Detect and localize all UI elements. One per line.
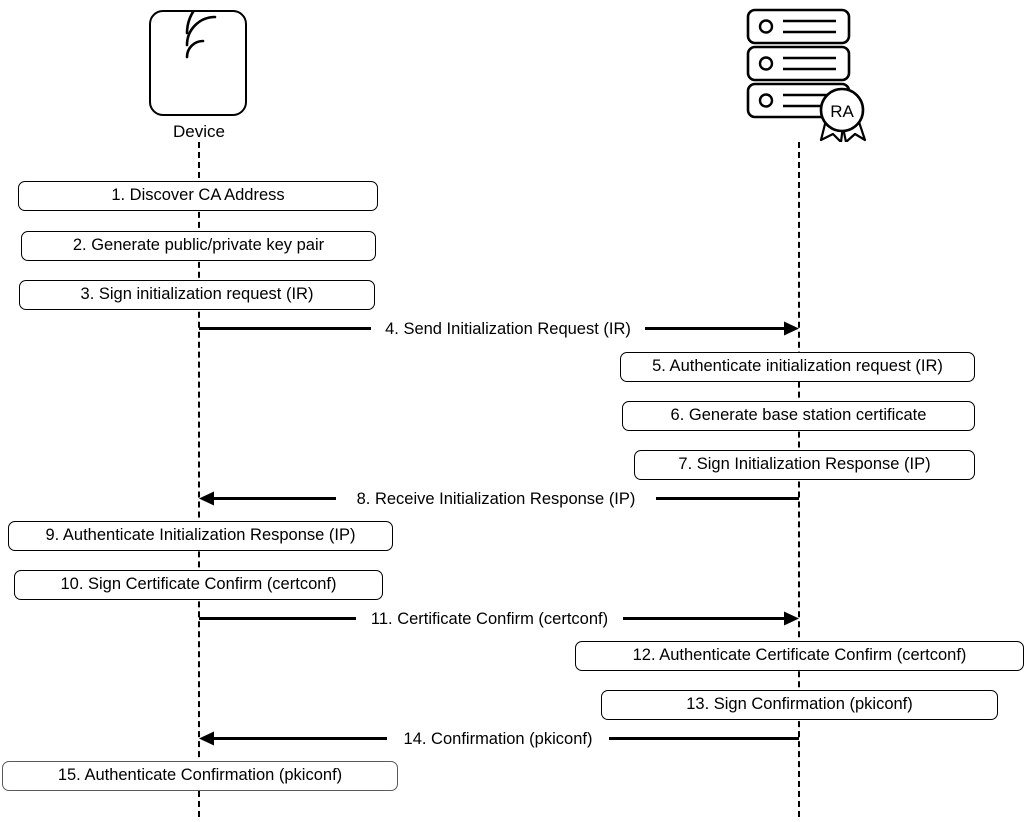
actor-device-label: Device: [173, 122, 225, 141]
step-box-5: 5. Authenticate initialization request (…: [620, 352, 975, 382]
message-4-line-left: [199, 327, 371, 331]
step-box-3: 3. Sign initialization request (IR): [19, 280, 375, 310]
message-8-arrowhead: [199, 491, 214, 506]
message-14-line-right: [609, 737, 799, 741]
message-11-line-right: [623, 617, 784, 621]
message-11-arrowhead: [784, 611, 799, 626]
message-14-label: 14. Confirmation (pkiconf): [387, 728, 609, 750]
message-14: 14. Confirmation (pkiconf): [199, 728, 799, 750]
step-box-13: 13. Sign Confirmation (pkiconf): [601, 690, 998, 720]
wireless-device-icon: [149, 10, 247, 116]
server-rack-certificate-icon: RA: [745, 6, 875, 142]
step-box-2: 2. Generate public/private key pair: [21, 231, 376, 261]
message-4-label: 4. Send Initialization Request (IR): [371, 318, 645, 340]
actor-device: Device: [129, 122, 269, 142]
step-box-6: 6. Generate base station certificate: [622, 401, 975, 431]
message-4: 4. Send Initialization Request (IR): [199, 318, 799, 340]
message-8-line-left: [214, 497, 336, 501]
message-14-line-left: [214, 737, 387, 741]
step-box-12: 12. Authenticate Certificate Confirm (ce…: [575, 641, 1024, 671]
message-14-arrowhead: [199, 731, 214, 746]
step-box-9: 9. Authenticate Initialization Response …: [8, 521, 393, 551]
message-4-arrowhead: [784, 321, 799, 336]
message-8-line-right: [656, 497, 799, 501]
message-4-line-right: [645, 327, 784, 331]
lifeline-device: [198, 142, 200, 817]
message-11-line-left: [199, 617, 356, 621]
step-box-7: 7. Sign Initialization Response (IP): [634, 450, 975, 480]
message-8: 8. Receive Initialization Response (IP): [199, 488, 799, 510]
message-8-label: 8. Receive Initialization Response (IP): [336, 488, 656, 510]
message-11-label: 11. Certificate Confirm (certconf): [356, 608, 623, 630]
step-box-10: 10. Sign Certificate Confirm (certconf): [14, 570, 383, 600]
step-box-15: 15. Authenticate Confirmation (pkiconf): [2, 761, 398, 791]
step-box-1: 1. Discover CA Address: [18, 181, 378, 211]
message-11: 11. Certificate Confirm (certconf): [199, 608, 799, 630]
ra-badge-label: RA: [830, 102, 854, 121]
